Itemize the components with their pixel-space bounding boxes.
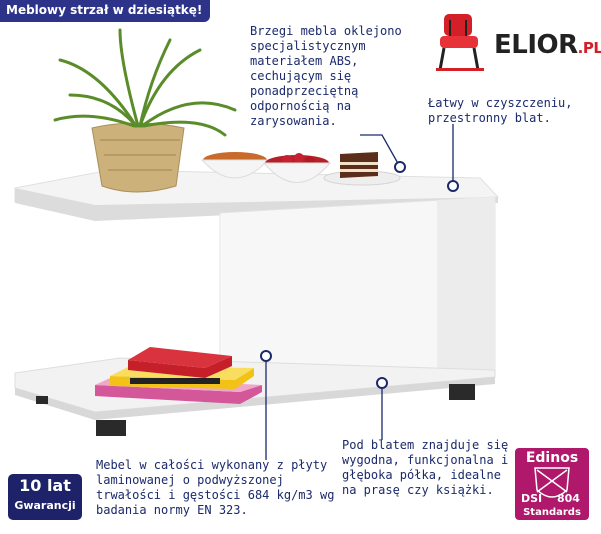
book-pink [95,385,262,404]
plant-leaves [53,28,237,137]
certificate-dsi: DSI [521,492,542,505]
note-material: Mebel w całości wykonany z płyty laminow… [96,458,335,517]
edinos-certificate-badge: Edinos DSI 804 Standards [515,448,589,520]
table-leg [449,384,475,400]
pointer-edges [360,134,401,168]
plant-pot [91,122,185,193]
hotspot-shelf [376,377,388,389]
warranty-years: 10 lat [19,476,71,495]
hotspot-edges [394,161,406,173]
bowl [262,162,332,183]
table-leg [96,420,126,436]
dsi-shield-icon: DSI 804 [521,467,580,505]
warranty-badge: 10 lat Gwarancji [8,474,82,520]
brand-suffix: .PL [577,39,601,57]
certificate-number: 804 [557,492,580,505]
brand-name: ELIOR [494,30,578,60]
hotspot-cleaning [447,180,459,192]
book-red [128,356,232,378]
brand-logo[interactable]: ELIOR.PL [494,30,601,60]
tagline-banner: Meblowy strzał w dziesiątkę! [0,0,211,22]
chair-logo-icon [436,14,484,71]
note-shelf: Pod blatem znajduje się wygodna, funkcjo… [342,438,509,497]
note-cleaning: Łatwy w czyszczeniu, przestronny blat. [428,96,573,125]
warranty-label: Gwarancji [14,499,76,512]
note-edges: Brzegi mebla oklejono specjalistycznym m… [250,24,402,128]
hotspot-material [260,350,272,362]
certificate-name: Edinos [525,450,579,466]
certificate-standards: Standards [523,507,581,518]
